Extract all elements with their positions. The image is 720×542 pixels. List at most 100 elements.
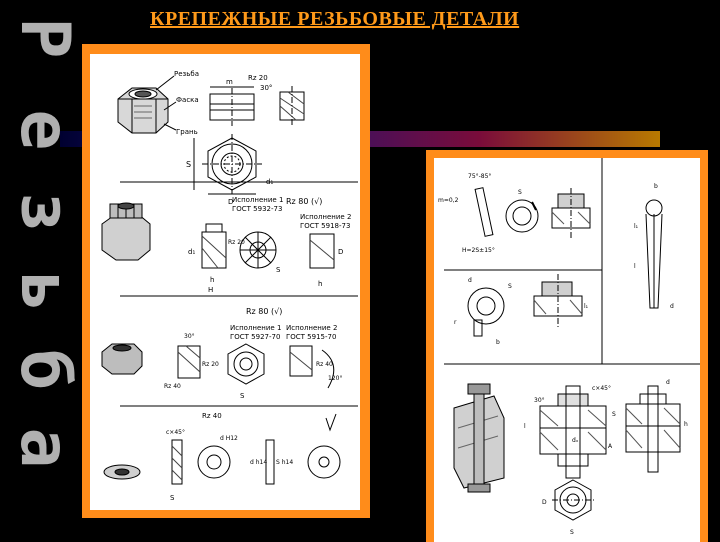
dim-s-row4: S [170,494,175,502]
vertical-letter: б [5,349,84,391]
row3-version2: Исполнение 2 [286,324,337,332]
dim-d-pin: d [670,303,674,310]
row3-roughness: Rz 80 (√) [246,307,282,316]
castle-nut-top-view: S [239,231,281,274]
dim-b: b [654,183,658,190]
hex-nut-side-view: m 30° Rz 20 [209,74,272,126]
vertical-word: Р е з ь б а [5,0,84,540]
castle-nut-isometric [101,202,151,261]
angle30-row3: 30° [184,333,195,340]
dim-D1-row2: d₁ [188,248,195,256]
slide-title: КРЕПЕЖНЫЕ РЕЗЬБОВЫЕ ДЕТАЛИ [150,8,520,30]
spring-washer-assembly [551,188,591,238]
tab-washer: d S r b [454,277,512,346]
rz40-row4: Rz 40 [202,412,222,420]
rz20-row3: Rz 20 [202,361,219,368]
dim-s-sheet2: S [518,189,522,196]
rz40-row3: Rz 40 [164,383,181,390]
dim-D-row2: D [338,248,343,256]
roughness-rz20: Rz 20 [248,74,268,82]
spring-washer-front: S [505,189,539,233]
washer-v2-section: d h14 S h14 [250,439,293,485]
row2-gost2: ГОСТ 5918-73 [300,222,350,230]
hw-label: H=2S±15° [462,247,495,254]
dim-r-tab: r [454,319,457,326]
dim-d-tab: d [468,277,472,284]
hex-nut-row3-section: 30° Rz 20 Rz 40 [164,333,219,390]
row2-roughness: Rz 80 (√) [286,197,322,206]
sh14-row4: S h14 [276,459,293,466]
row3-gost1: ГОСТ 5927-70 [230,333,280,341]
dim-s-tab: S [508,283,512,290]
vertical-letter: з [5,191,84,233]
dim-H-row2: H [208,286,213,294]
dim-h-row2: h [210,276,214,284]
cotter-pin: b l₁ l d [634,183,674,310]
l-joint: l [524,423,526,430]
dh12-row4: d H12 [220,435,238,442]
bolt-joint-top-view: D S [542,479,594,536]
dim-l: l [634,263,636,270]
dim-l1-tab: l₁ [584,303,589,310]
c45-joint: c×45° [592,385,611,392]
vertical-letter: а [5,427,84,469]
joint-drawings: m=0,2 75°-85° H=2S±15° S b [438,158,700,536]
row3-gost2: ГОСТ 5915-70 [286,333,336,341]
d-joint-2: d [666,379,670,386]
washer-front: d H12 [197,435,238,479]
label-chamfer: Фаска [176,96,199,104]
dh14-row4: d h14 [250,459,267,466]
rz40-row3b: Rz 40 [316,361,333,368]
spring-washer-section: m=0,2 75°-85° H=2S±15° [438,173,495,254]
washer-section: c×45° S [166,429,185,502]
nut-section-view [279,86,305,126]
hex-nut-small-isometric [101,343,143,375]
hex-nut-row3-v2: Rz 40 120° [289,345,342,389]
dim-h2-row2: h [318,280,322,288]
castle-nut-v2-section: D h [309,233,343,288]
washer-isometric [103,464,141,480]
label-thread: Резьба [174,70,199,78]
bolt-joint-isometric [453,383,505,493]
s-joint: S [612,411,616,418]
drawing-sheet-joints: m=0,2 75°-85° H=2S±15° S b [426,150,708,542]
rz20-row2: Rz 20 [228,239,245,246]
angle120-row3: 120° [328,375,342,382]
row2-version2: Исполнение 2 [300,213,351,221]
tol-label: m=0,2 [438,197,459,204]
vertical-letter: Р [5,17,84,59]
dim-b-tab: b [496,339,500,346]
bolt-joint-section-2: h d [625,379,688,473]
hex-nut-isometric [117,87,169,134]
row2-gost1: ГОСТ 5932-73 [232,205,282,213]
vertical-letter: е [5,109,84,151]
bolt-joint-section: 30° c×45° dₓ A l S [524,385,616,479]
nut-drawings: Резьба Фаска Грань m 30° Rz 20 [101,70,358,502]
dim-D: D [228,198,233,206]
dim-d1: d₁ [266,178,273,186]
dim-s-row3: S [240,392,245,400]
dim-s: S [186,160,191,169]
h-joint-2: h [684,421,688,428]
chamfer-row4: c×45° [166,429,185,436]
angle-75-85: 75°-85° [468,173,491,180]
row2-version1: Исполнение 1 [232,196,283,204]
hex-nut-top-view: S d₁ D [186,134,273,206]
vertical-letter: ь [5,271,84,313]
dim-D-joint: D [542,499,547,506]
angle30-joint: 30° [534,397,545,404]
washer-v2-front [307,413,341,479]
dim-l1: l₁ [634,223,639,230]
dim-s-joint: S [570,529,574,536]
dx-joint: dₓ [572,437,579,444]
drawing-sheet-nuts: Резьба Фаска Грань m 30° Rz 20 [82,44,370,518]
label-edge: Грань [176,128,198,136]
dim-s-row2: S [276,266,281,274]
hex-nut-row3-top: S [227,343,265,400]
A-joint: A [608,443,613,450]
castle-nut-section: d₁ h H Rz 20 [188,223,245,294]
dim-m: m [226,78,233,86]
angle-30: 30° [260,84,272,92]
tab-washer-assembly: l₁ [533,274,589,328]
row3-version1: Исполнение 1 [230,324,281,332]
